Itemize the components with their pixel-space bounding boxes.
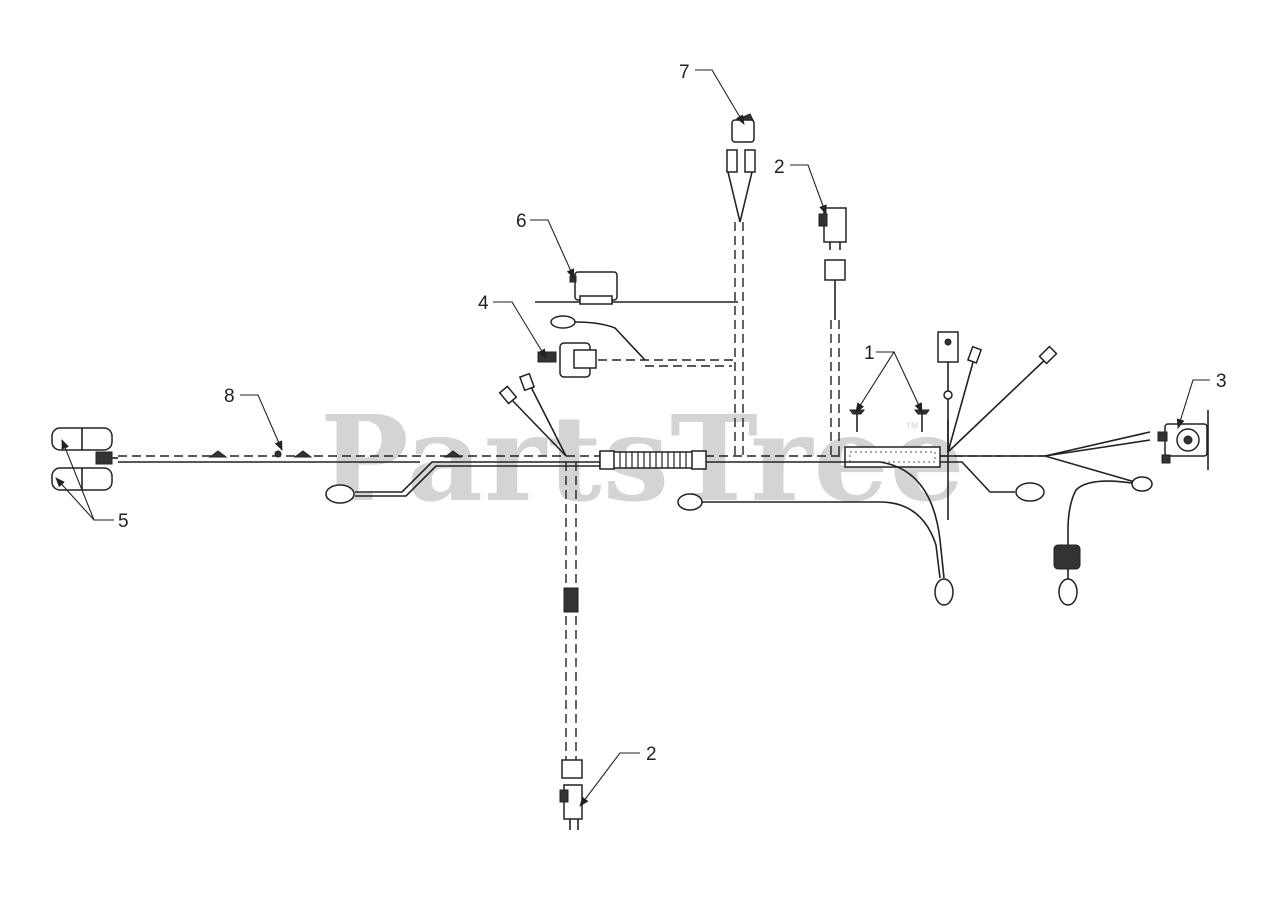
bulb-right-icon: [1015, 482, 1045, 502]
seat-switch-6: [535, 271, 738, 305]
left-centre-connectors: [498, 372, 567, 457]
headlight-switch-3: [1157, 410, 1209, 470]
connector-left-icon: [726, 149, 738, 173]
ignition-switch-4: [537, 315, 738, 378]
callout-2-upper: 2: [774, 157, 785, 178]
left-light-branch: [325, 461, 600, 504]
callout-8: 8: [224, 386, 235, 407]
callout-5: 5: [118, 511, 129, 532]
callout-2-lower: 2: [646, 744, 657, 765]
lower-switch-branch: [559, 462, 583, 830]
ground-bracket-icon: [937, 331, 959, 363]
callout-3: 3: [1216, 371, 1227, 392]
callout-6: 6: [516, 211, 527, 232]
safety-switch-upper-2: [818, 207, 847, 456]
callout-1: 1: [864, 343, 875, 364]
harness-sleeve: [844, 446, 941, 468]
callout-7: 7: [679, 62, 690, 83]
rear-lamps-5: [51, 427, 118, 491]
watermark-trademark: ™: [905, 419, 919, 435]
connector-right-icon: [744, 149, 756, 173]
bulb-bottom-icon: [934, 578, 954, 606]
callout-labels: 7 2 6 4 8 1 3 5 2: [118, 62, 1227, 765]
callout-leaders: [55, 69, 1210, 807]
right-branches: [677, 420, 1153, 606]
callout-4: 4: [478, 293, 489, 314]
wire-loom: [599, 450, 707, 470]
bulb-left-icon: [325, 484, 355, 504]
